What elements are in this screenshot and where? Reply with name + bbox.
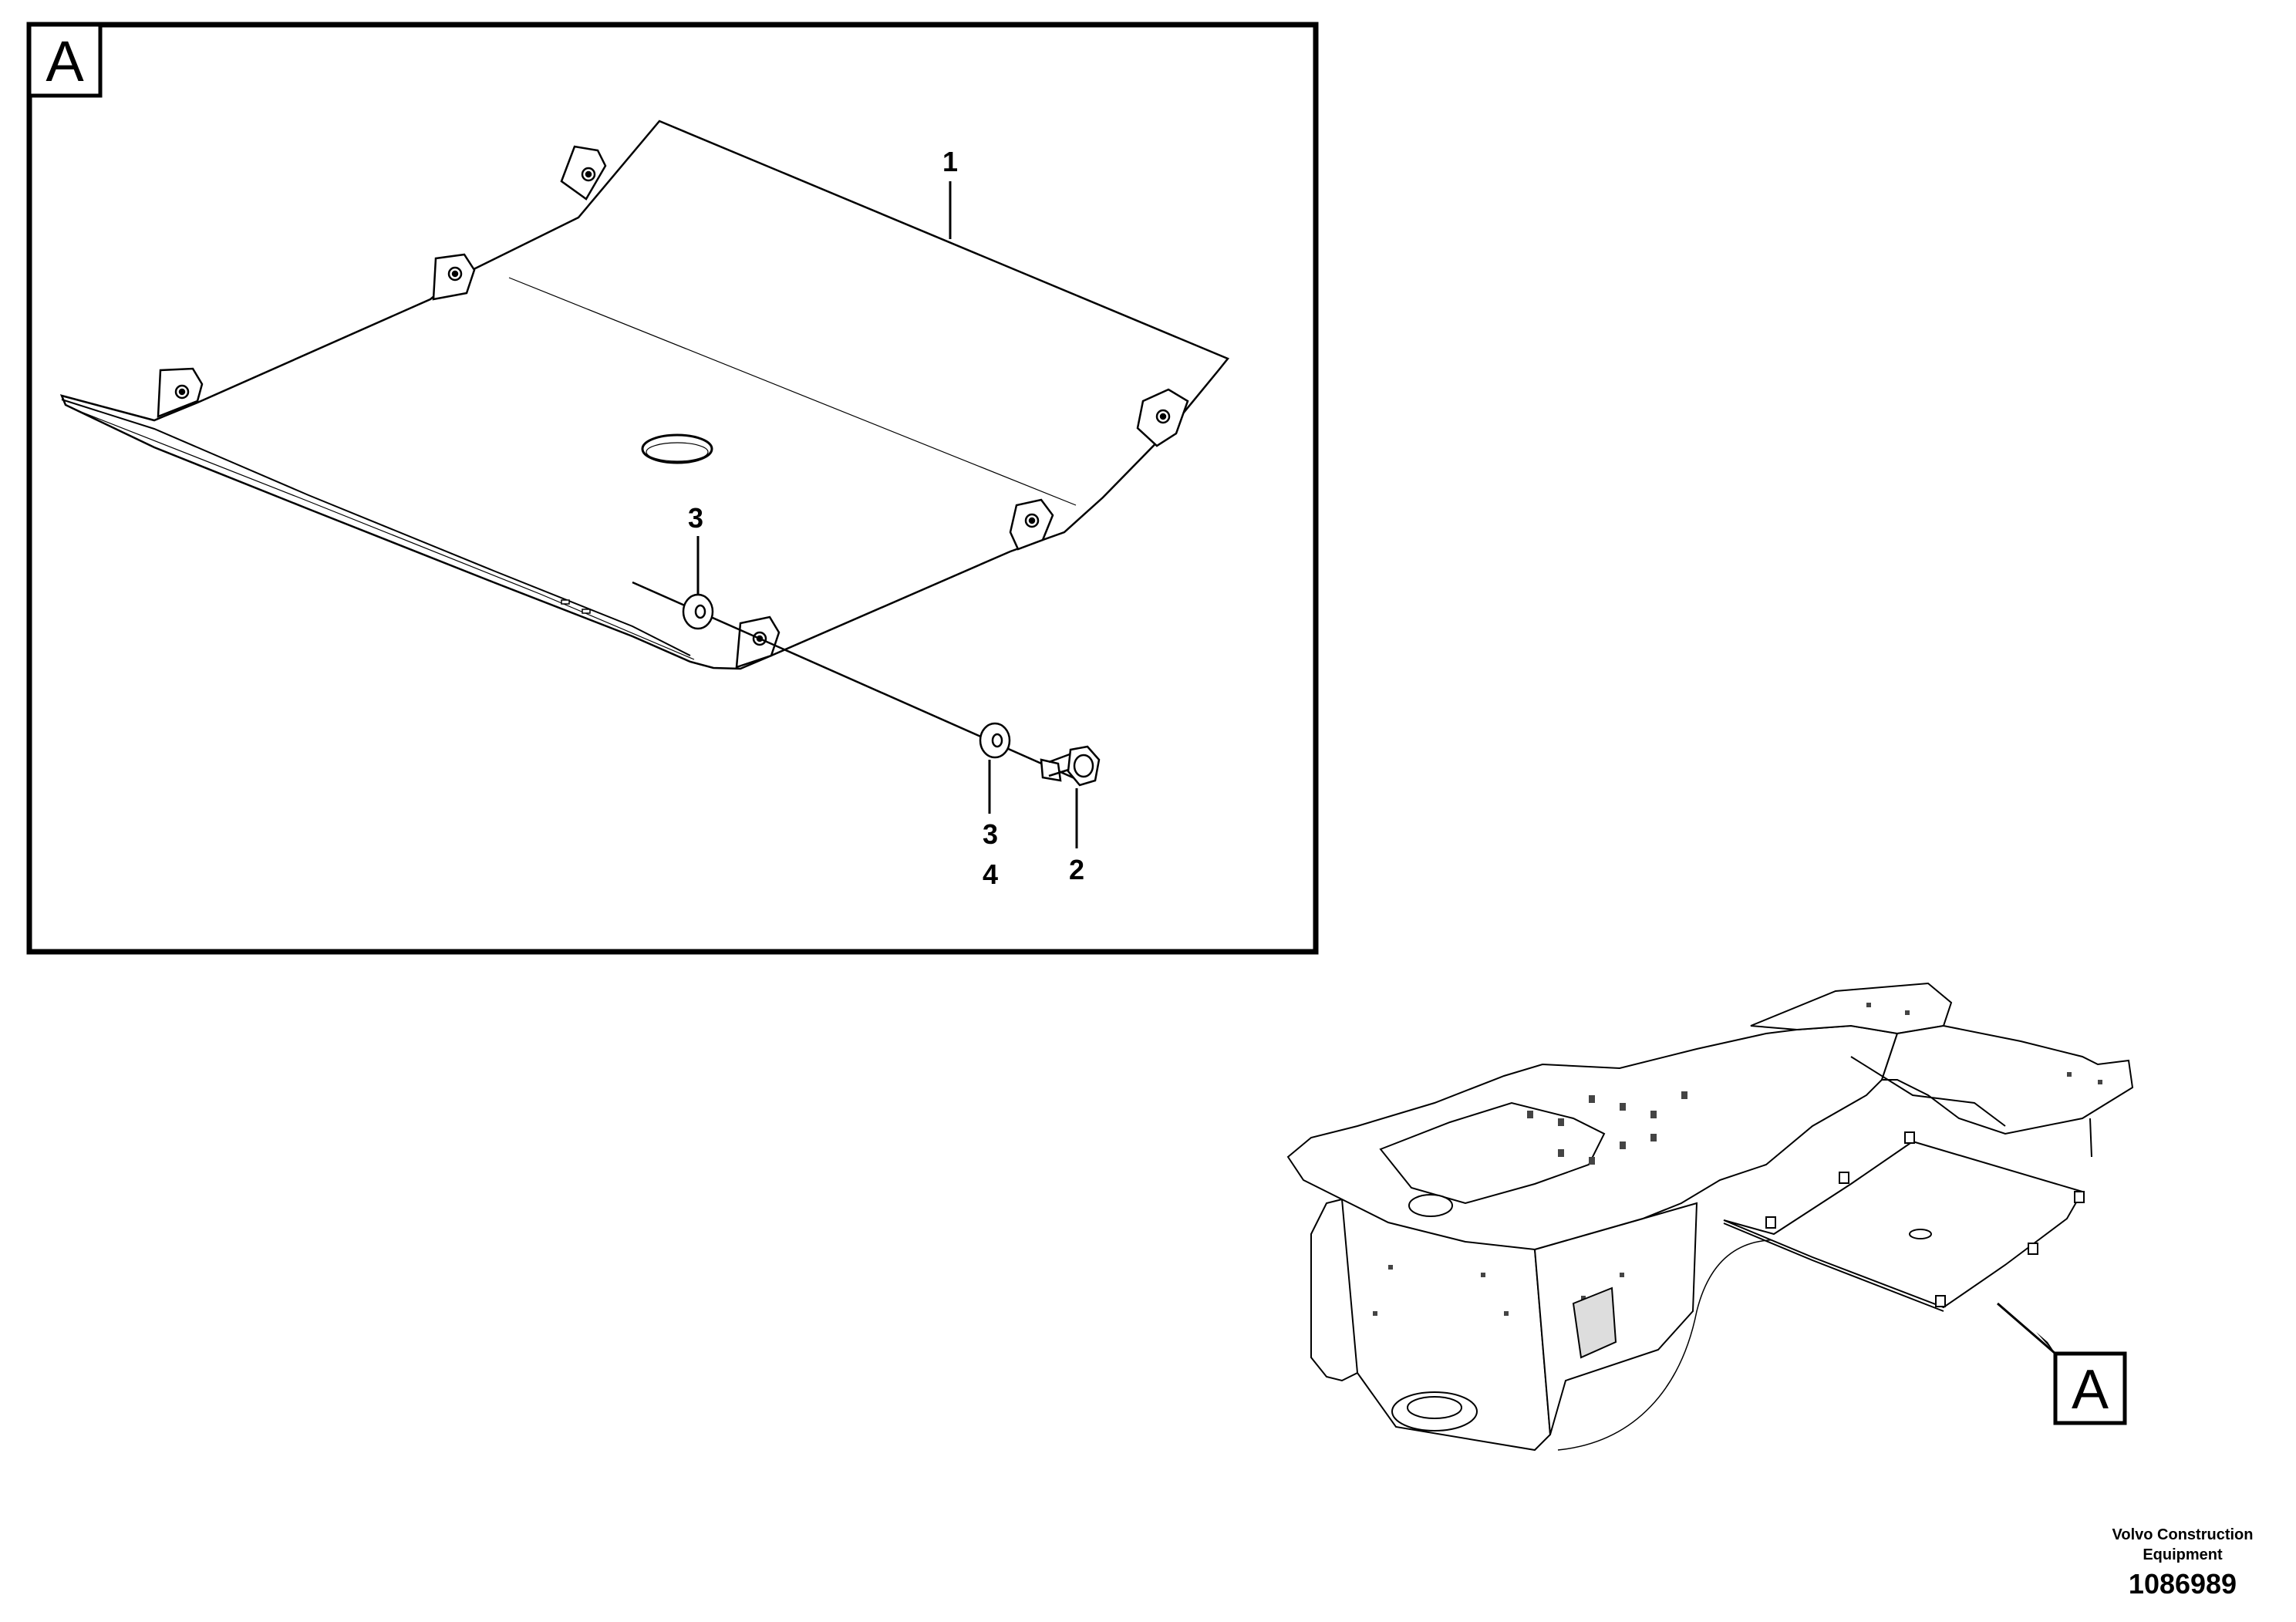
detail-reference-a: A [1997,1302,2127,1425]
plate-center-hole [641,433,713,464]
company-name-line1: Volvo Construction [2112,1526,2254,1543]
callout-3-lower: 3 [983,818,998,850]
bracket-3 [157,367,204,418]
bracket-6 [735,615,781,669]
detail-reference-leader [1997,1302,2056,1355]
footer: Volvo Construction Equipment 1086989 [2112,1526,2254,1600]
washer-upper [682,593,714,630]
frame-rear-support [1850,1056,2006,1127]
plate-front-lip-inner [72,408,695,660]
plate-front-lip [61,399,691,656]
frame-side-reinforcement [1572,1286,1617,1359]
cover-plate [59,120,1230,670]
frame-shadow [1557,1239,1798,1451]
frame-rear-rail-left [1750,982,1953,1035]
bolt [1040,745,1101,787]
plate-brackets [157,145,1189,669]
frame-pivot-ring [1408,1194,1453,1217]
overview-plate-lip [1723,1222,1944,1312]
plate-fold-line [508,277,1077,506]
company-name-line2: Equipment [2143,1546,2223,1563]
callout-1: 1 [942,146,958,177]
frame-tail-rod [2089,1118,2092,1158]
detail-label-box [27,22,103,98]
frame-base-ring-inner [1407,1396,1462,1419]
machine-frame-overview [1286,982,2134,1452]
lip-slot-1 [561,599,570,605]
frame-holes [1373,1003,2102,1316]
detail-view-a: A [26,22,1319,955]
drawing-number: 1086989 [2129,1568,2237,1600]
assembly-axis-line [632,581,1081,782]
callout-3-upper: 3 [688,502,703,534]
detail-label: A [46,29,84,93]
callout-2: 2 [1069,854,1084,885]
detail-reference-arrow [2036,1332,2055,1354]
overview-cover-plate [1723,1131,2085,1312]
overview-plate-outline [1723,1140,2084,1309]
plate-center-hole-inner [646,442,709,462]
overview-plate-hole [1909,1229,1932,1239]
callout-leaders [696,181,1078,848]
bracket-1 [560,145,607,201]
detail-frame [26,22,1319,955]
bracket-5 [1009,498,1054,551]
frame-side-panel [1533,1202,1698,1435]
washer-lower [979,722,1011,759]
cover-plate-outline [59,120,1230,670]
bracket-2 [432,253,476,301]
lip-slot-2 [582,609,591,614]
callout-4: 4 [983,858,998,890]
frame-rear-rail-right [1880,1024,2134,1135]
bracket-4 [1136,388,1189,447]
overview-plate-brackets [1765,1131,2085,1307]
detail-reference-label: A [2072,1359,2109,1421]
detail-reference-box [2053,1351,2127,1425]
